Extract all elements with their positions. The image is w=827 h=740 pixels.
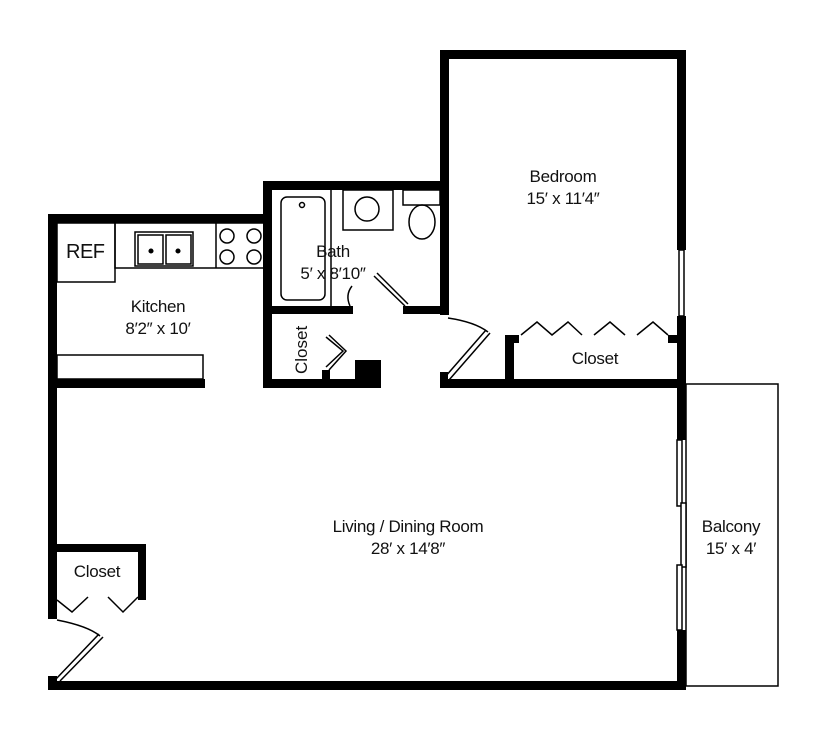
doors [55,317,669,682]
entry-closet-text: Closet [73,562,121,581]
kitchen-name: Kitchen [130,297,186,316]
windows [678,249,685,317]
refrigerator-label: REF [66,241,105,263]
living-dimensions: 28′ x 14′8″ [370,539,446,558]
bedroom-label: Bedroom 15′ x 11′4″ [526,166,599,210]
kitchen-fixtures [56,222,265,380]
kitchen-dimensions: 8′2″ x 10′ [125,319,191,338]
hall-closet-label: Closet [292,325,311,374]
living-label: Living / Dining Room 28′ x 14′8″ [333,516,484,560]
interior-walls [48,269,686,600]
balcony-dimensions: 15′ x 4′ [705,539,757,558]
balcony-name: Balcony [701,517,761,536]
bedroom-closet-text: Closet [571,349,619,368]
bath-dimensions: 5′ x 8′10″ [300,264,366,283]
entry-closet-label: Closet [73,561,121,583]
bath-fixtures [280,189,441,307]
balcony-label: Balcony 15′ x 4′ [701,516,761,560]
bedroom-closet-label: Closet [571,348,619,370]
living-name: Living / Dining Room [332,517,484,536]
exterior-walls [48,50,686,690]
bedroom-name: Bedroom [529,167,597,186]
balcony [676,383,779,687]
bath-name: Bath [316,242,350,261]
bedroom-dimensions: 15′ x 11′4″ [526,189,600,208]
bath-label: Bath 5′ x 8′10″ [300,241,365,285]
kitchen-label: Kitchen 8′2″ x 10′ [125,296,190,340]
